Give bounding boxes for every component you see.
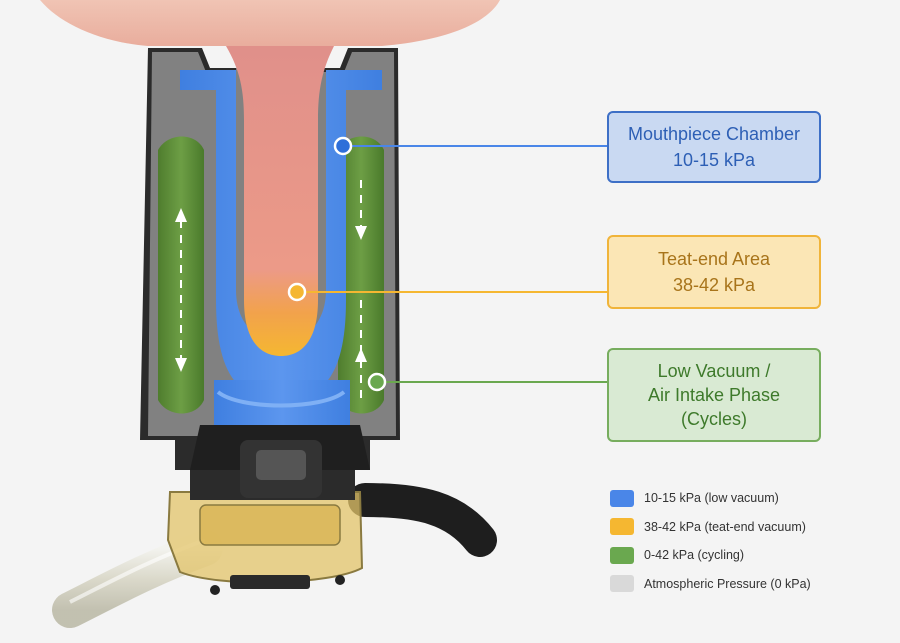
callout-teat-value: 38-42 kPa [672, 275, 756, 295]
callout-mouthpiece-title: Mouthpiece Chamber [627, 124, 801, 144]
low-vacuum-marker [367, 372, 387, 392]
callout-vacuum-line3: (Cycles) [681, 409, 747, 429]
legend-swatch-orange [610, 518, 634, 536]
short-pulse-hose [348, 483, 497, 557]
callout-teat-end-area: Teat-end Area 38-42 kPa [607, 235, 821, 309]
legend: 10-15 kPa (low vacuum) 38-42 kPa (teat-e… [610, 484, 890, 598]
pulsation-chamber-left [158, 136, 204, 414]
legend-item-atmospheric: Atmospheric Pressure (0 kPa) [610, 570, 890, 599]
legend-label: 10-15 kPa (low vacuum) [644, 491, 779, 506]
callout-vacuum-line1: Low Vacuum / [657, 361, 771, 381]
liner-mouthpiece [180, 70, 382, 400]
teat [226, 46, 334, 356]
legend-swatch-blue [610, 489, 634, 507]
legend-item-teat-end-vacuum: 38-42 kPa (teat-end vacuum) [610, 513, 890, 542]
legend-swatch-green [610, 546, 634, 564]
pulsation-chamber-right [338, 136, 384, 414]
mouthpiece-marker [333, 136, 353, 156]
callout-mouthpiece-chamber: Mouthpiece Chamber 10-15 kPa [607, 111, 821, 183]
callout-teat-title: Teat-end Area [657, 249, 771, 269]
teat-end-marker [287, 282, 307, 302]
legend-item-low-vacuum: 10-15 kPa (low vacuum) [610, 484, 890, 513]
legend-label: 0-42 kPa (cycling) [644, 548, 745, 563]
callout-low-vacuum-phase: Low Vacuum / Air Intake Phase (Cycles) [607, 348, 821, 442]
callout-vacuum-line2: Air Intake Phase [647, 385, 781, 405]
legend-label: Atmospheric Pressure (0 kPa) [644, 576, 811, 591]
legend-item-cycling: 0-42 kPa (cycling) [610, 541, 890, 570]
legend-label: 38-42 kPa (teat-end vacuum) [644, 519, 806, 534]
callout-mouthpiece-value: 10-15 kPa [672, 150, 756, 170]
legend-swatch-gray [610, 575, 634, 593]
udder [40, 0, 500, 46]
